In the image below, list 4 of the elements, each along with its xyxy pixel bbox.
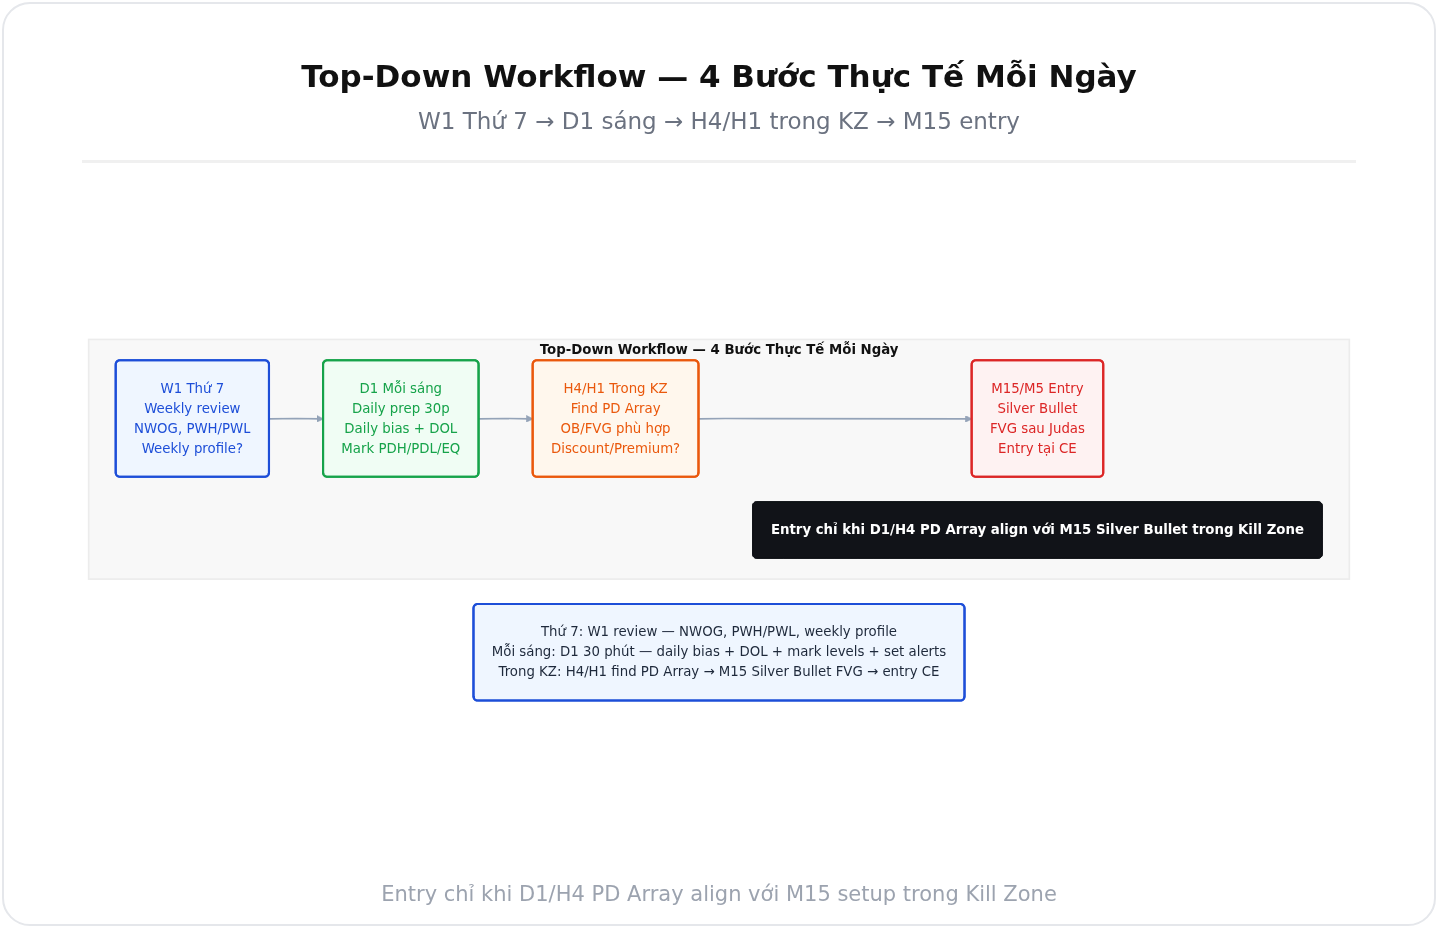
arrow	[268, 415, 324, 423]
page-title: Top-Down Workflow — 4 Bước Thực Tế Mỗi Ngày	[301, 58, 1137, 94]
caption: Entry chỉ khi D1/H4 PD Array align với M15 setup trong Kill Zone	[381, 882, 1057, 906]
subtitle: W1 Thứ 7 → D1 sáng → H4/H1 trong KZ → M15 entry	[418, 108, 1020, 134]
